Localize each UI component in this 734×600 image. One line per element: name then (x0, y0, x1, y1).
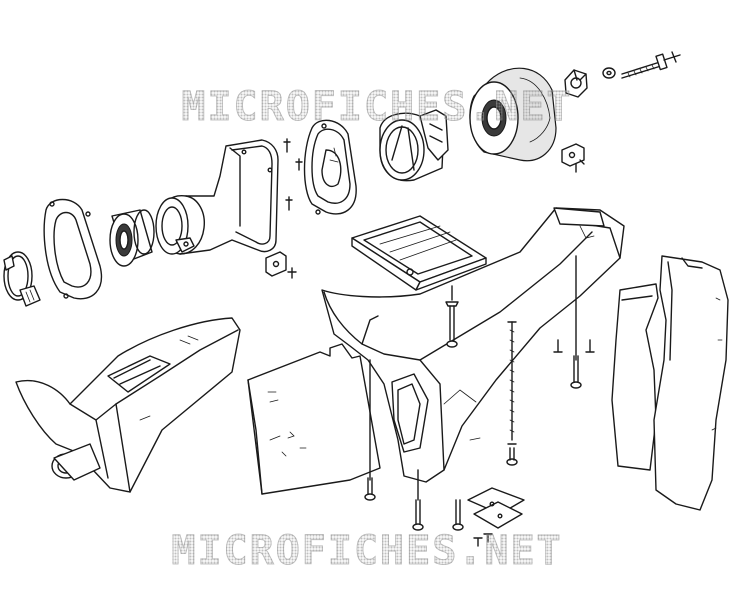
screw-7 (452, 499, 464, 531)
gasket (43, 198, 103, 300)
storage-tray (351, 215, 487, 291)
center-side-panel (247, 343, 381, 495)
screw-1 (445, 285, 459, 348)
oval-flange-plate (303, 119, 357, 215)
intake-elbow-duct (155, 139, 279, 255)
air-filter (469, 67, 557, 162)
filter-housing (379, 109, 449, 182)
screw-4 (553, 339, 595, 353)
left-lower-cover (15, 317, 241, 493)
main-body-shell (321, 207, 625, 483)
screw-2 (506, 321, 518, 466)
long-bolt (621, 51, 681, 79)
rubber-coupler (109, 209, 155, 267)
screw-6 (412, 469, 424, 531)
filter-bracket (561, 143, 585, 173)
tiny-screws-bottom (473, 533, 493, 547)
small-washer (602, 67, 616, 79)
hose-clamp (3, 251, 41, 307)
small-bracket (265, 251, 297, 279)
vertical-screws (364, 255, 595, 531)
screw-5 (364, 359, 376, 501)
small-screws-upper (283, 138, 303, 211)
right-rear-panel-outer (611, 283, 659, 471)
nut (564, 69, 588, 98)
screw-3 (570, 255, 582, 389)
reflector-plate (467, 487, 525, 529)
right-rear-panel-inner (653, 255, 729, 511)
